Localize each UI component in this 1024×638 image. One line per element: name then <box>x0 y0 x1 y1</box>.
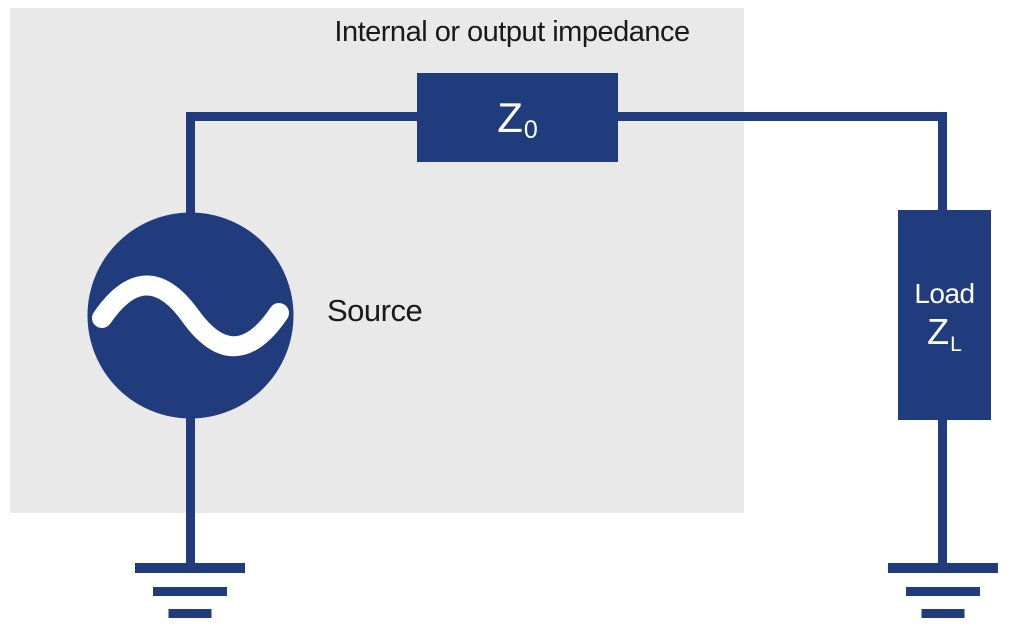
ground-bar <box>135 563 245 573</box>
impedance-symbol: Z <box>497 93 523 141</box>
sine-wave-icon <box>92 275 289 357</box>
ground-icon-left <box>135 563 245 618</box>
impedance-subscript: 0 <box>523 116 538 144</box>
wire-source-to-impedance <box>186 112 417 121</box>
load-symbol-subscript: L <box>950 333 962 356</box>
wire-impedance-to-load <box>618 112 947 121</box>
ground-bar <box>906 587 980 596</box>
ground-bar <box>888 563 998 573</box>
ground-bar <box>168 609 212 618</box>
ground-icon-right <box>888 563 998 618</box>
wire-load-to-ground <box>938 418 947 567</box>
wire-load-down <box>938 112 947 212</box>
wire-source-up <box>186 112 195 216</box>
load-symbol-letter: Z <box>927 311 950 352</box>
ground-bar <box>921 609 965 618</box>
wire-source-to-ground <box>186 410 195 567</box>
source-label: Source <box>327 293 423 328</box>
load-label: Load <box>914 278 975 309</box>
diagram-title: Internal or output impedance <box>334 16 690 48</box>
ground-bar <box>153 587 227 596</box>
ac-source-icon <box>87 212 294 419</box>
